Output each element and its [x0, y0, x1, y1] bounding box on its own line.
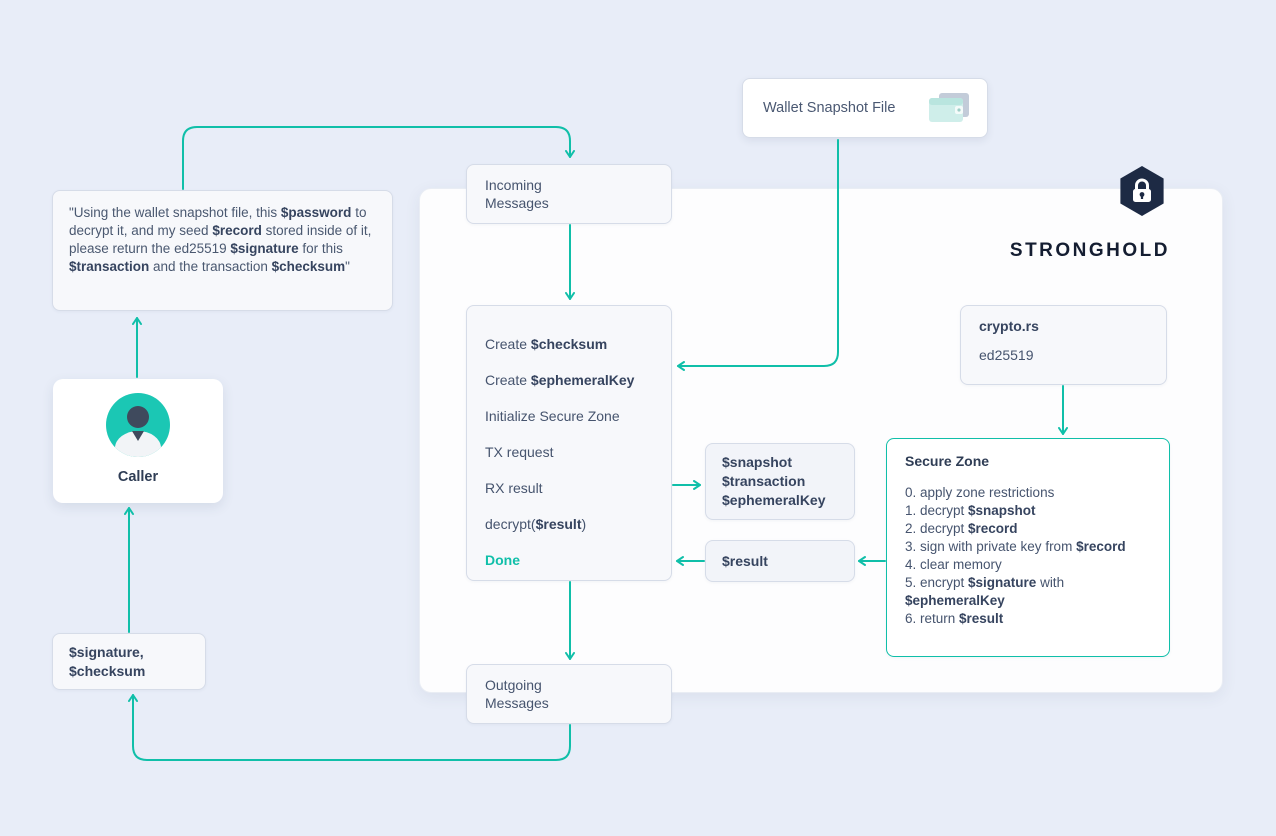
- secure-zone-step-3: 3. sign with private key from $record: [905, 539, 1126, 554]
- op-initialize-secure-zone: Initialize Secure Zone: [485, 408, 620, 424]
- outgoing-line-1: Outgoing: [485, 677, 542, 693]
- op-create-checksum: Create $checksum: [485, 336, 608, 352]
- caller-label: Caller: [117, 469, 159, 485]
- crypto-rs-title: crypto.rs: [979, 318, 1039, 334]
- op-tx-request: TX request: [485, 444, 554, 460]
- crypto-rs-subtitle: ed25519: [979, 347, 1034, 363]
- crypto-rs-box: crypto.rs ed25519: [960, 305, 1167, 385]
- param-ephemeralkey: $ephemeralKey: [722, 492, 826, 508]
- secure-zone-step-2: 2. decrypt $record: [905, 521, 1018, 536]
- incoming-line-1: Incoming: [485, 177, 542, 193]
- outgoing-line-2: Messages: [485, 695, 549, 711]
- secure-zone-step-5: 5. encrypt $signature with: [905, 575, 1065, 590]
- wallet-snapshot-file-label: Wallet Snapshot File: [763, 100, 896, 116]
- secure-zone-step-6: 6. return $result: [905, 611, 1004, 626]
- secure-zone-params-box: $snapshot $transaction $ephemeralKey: [705, 443, 855, 520]
- incoming-line-2: Messages: [485, 195, 549, 211]
- param-snapshot: $snapshot: [722, 454, 793, 470]
- param-transaction: $transaction: [722, 473, 806, 489]
- shield-lock-icon: [1120, 166, 1164, 216]
- op-decrypt-result: decrypt($result): [485, 516, 587, 532]
- brand-name: STRONGHOLD: [1009, 240, 1170, 261]
- secure-zone-title: Secure Zone: [905, 453, 990, 469]
- result-label: $result: [722, 553, 768, 569]
- signature-line: $signature,: [69, 644, 144, 660]
- wallet-snapshot-file-box: Wallet Snapshot File: [742, 78, 988, 138]
- avatar-head-shape: [127, 406, 149, 428]
- avatar-collar-shape: [132, 431, 144, 441]
- secure-zone-step-5-cont: $ephemeralKey: [905, 593, 1005, 608]
- checksum-line: $checksum: [69, 663, 146, 679]
- result-box: $result: [705, 540, 855, 582]
- wallet-icon: [929, 93, 969, 122]
- actor-operations-box: Create $checksum Create $ephemeralKey In…: [466, 305, 672, 581]
- caller-request-text: "Using the wallet snapshot file, this $p…: [69, 205, 372, 274]
- outgoing-messages-box: Outgoing Messages: [466, 664, 672, 724]
- op-rx-result: RX result: [485, 480, 543, 496]
- op-done: Done: [485, 552, 520, 568]
- secure-zone-step-1: 1. decrypt $snapshot: [905, 503, 1036, 518]
- caller-card: Caller: [53, 379, 223, 503]
- caller-request-quote: "Using the wallet snapshot file, this $p…: [52, 190, 393, 311]
- person-avatar-icon: [106, 393, 170, 457]
- secure-zone-step-0: 0. apply zone restrictions: [905, 485, 1055, 500]
- secure-zone-step-4: 4. clear memory: [905, 557, 1002, 572]
- secure-zone-box: Secure Zone 0. apply zone restrictions 1…: [886, 438, 1170, 657]
- op-create-ephemeralkey: Create $ephemeralKey: [485, 372, 635, 388]
- incoming-messages-box: Incoming Messages: [466, 164, 672, 224]
- signature-checksum-box: $signature, $checksum: [52, 633, 206, 690]
